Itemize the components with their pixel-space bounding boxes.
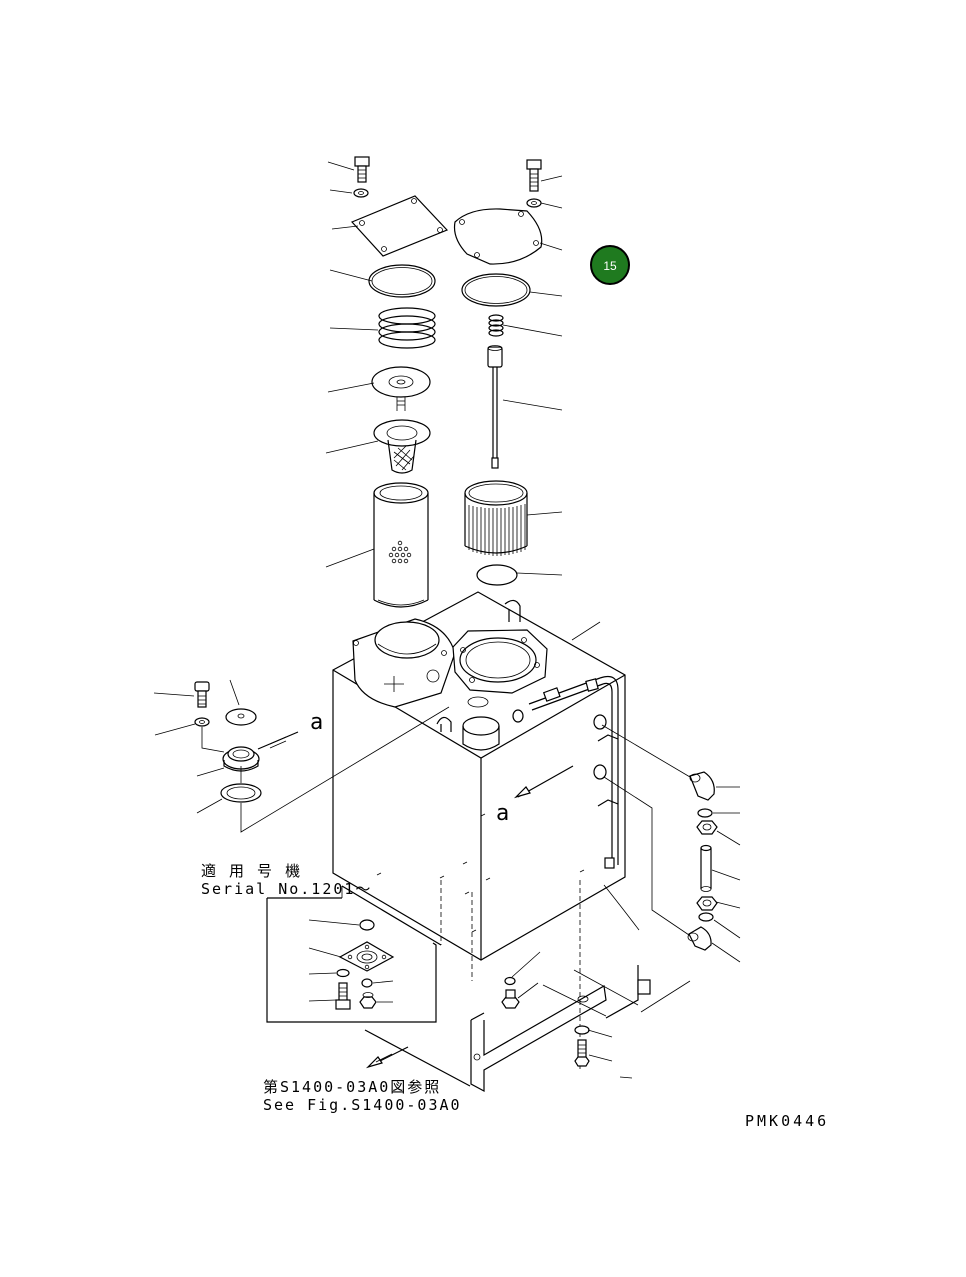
inset-plug-disc bbox=[359, 919, 375, 931]
inset-bolt bbox=[335, 982, 351, 1010]
bottom-mount bbox=[364, 951, 691, 1093]
bolt-side bbox=[194, 681, 210, 708]
left-parts-stack bbox=[325, 156, 449, 608]
bolt-right-top bbox=[526, 159, 542, 192]
view-marker-a-1: a bbox=[310, 710, 323, 735]
callout-circle[interactable] bbox=[590, 245, 630, 285]
nut-fitting-1 bbox=[696, 820, 718, 835]
inset-flange bbox=[338, 941, 395, 972]
filter-element-right bbox=[464, 480, 528, 556]
serial-inset bbox=[266, 880, 581, 1070]
port-lower bbox=[593, 764, 607, 780]
inset-oring bbox=[361, 978, 373, 988]
mount-bolt bbox=[574, 1039, 590, 1067]
drawing-code: PMK0446 bbox=[745, 1112, 829, 1130]
right-side-fittings bbox=[601, 724, 741, 963]
sight-gauge-cap bbox=[225, 708, 257, 726]
port-upper bbox=[593, 714, 607, 730]
o-ring-right bbox=[461, 273, 531, 307]
o-ring-fitting-1 bbox=[697, 808, 713, 818]
nut-fitting-2 bbox=[696, 896, 718, 911]
suction-flange bbox=[352, 618, 456, 708]
reference-note-en: See Fig.S1400-03A0 bbox=[263, 1096, 462, 1114]
gasket-disc bbox=[476, 564, 518, 586]
mount-washer-bottom bbox=[574, 1025, 590, 1035]
right-parts-stack bbox=[453, 159, 601, 641]
o-ring-fitting-2 bbox=[698, 912, 714, 922]
breather-tube bbox=[528, 675, 619, 865]
spring-left bbox=[378, 307, 436, 349]
washer-right-top bbox=[526, 198, 542, 208]
view-marker-a-2: a bbox=[496, 801, 509, 826]
level-tube bbox=[700, 844, 712, 892]
lifting-hook-top bbox=[504, 599, 521, 622]
return-flange bbox=[452, 629, 548, 694]
cover-plate-left bbox=[350, 195, 449, 257]
valve-disk-left bbox=[371, 366, 431, 411]
reference-note-jp: 第S1400-03A0図参照 bbox=[263, 1078, 441, 1096]
spring-right bbox=[488, 314, 504, 337]
washer-left-top bbox=[353, 188, 369, 198]
lifting-hook-front bbox=[436, 716, 452, 732]
mount-washer-top bbox=[504, 976, 516, 986]
sight-gauge-ring bbox=[220, 783, 262, 803]
elbow-upper bbox=[689, 771, 715, 801]
filter-element-left bbox=[373, 482, 429, 608]
inset-washer bbox=[336, 968, 350, 978]
inset-plug bbox=[359, 992, 377, 1009]
plug-top bbox=[512, 709, 524, 723]
serial-note-jp: 適 用 号 機 bbox=[201, 862, 302, 880]
cover-plate-right bbox=[453, 208, 543, 265]
o-ring-left bbox=[368, 264, 436, 298]
bolt-left-top bbox=[354, 156, 370, 183]
strainer-left bbox=[373, 419, 431, 474]
filler-port bbox=[462, 696, 500, 751]
callout-15[interactable]: 15 bbox=[590, 245, 630, 285]
left-side-fittings bbox=[153, 679, 450, 833]
bypass-rod bbox=[487, 345, 503, 469]
callout-label[interactable]: 15 bbox=[603, 259, 617, 273]
elbow-lower bbox=[687, 926, 712, 951]
serial-note-en: Serial No.1201～ bbox=[201, 880, 372, 898]
hydraulic-tank bbox=[332, 591, 626, 961]
mount-plug bbox=[501, 989, 520, 1009]
sight-gauge-body bbox=[222, 746, 260, 772]
washer-side bbox=[194, 717, 210, 727]
